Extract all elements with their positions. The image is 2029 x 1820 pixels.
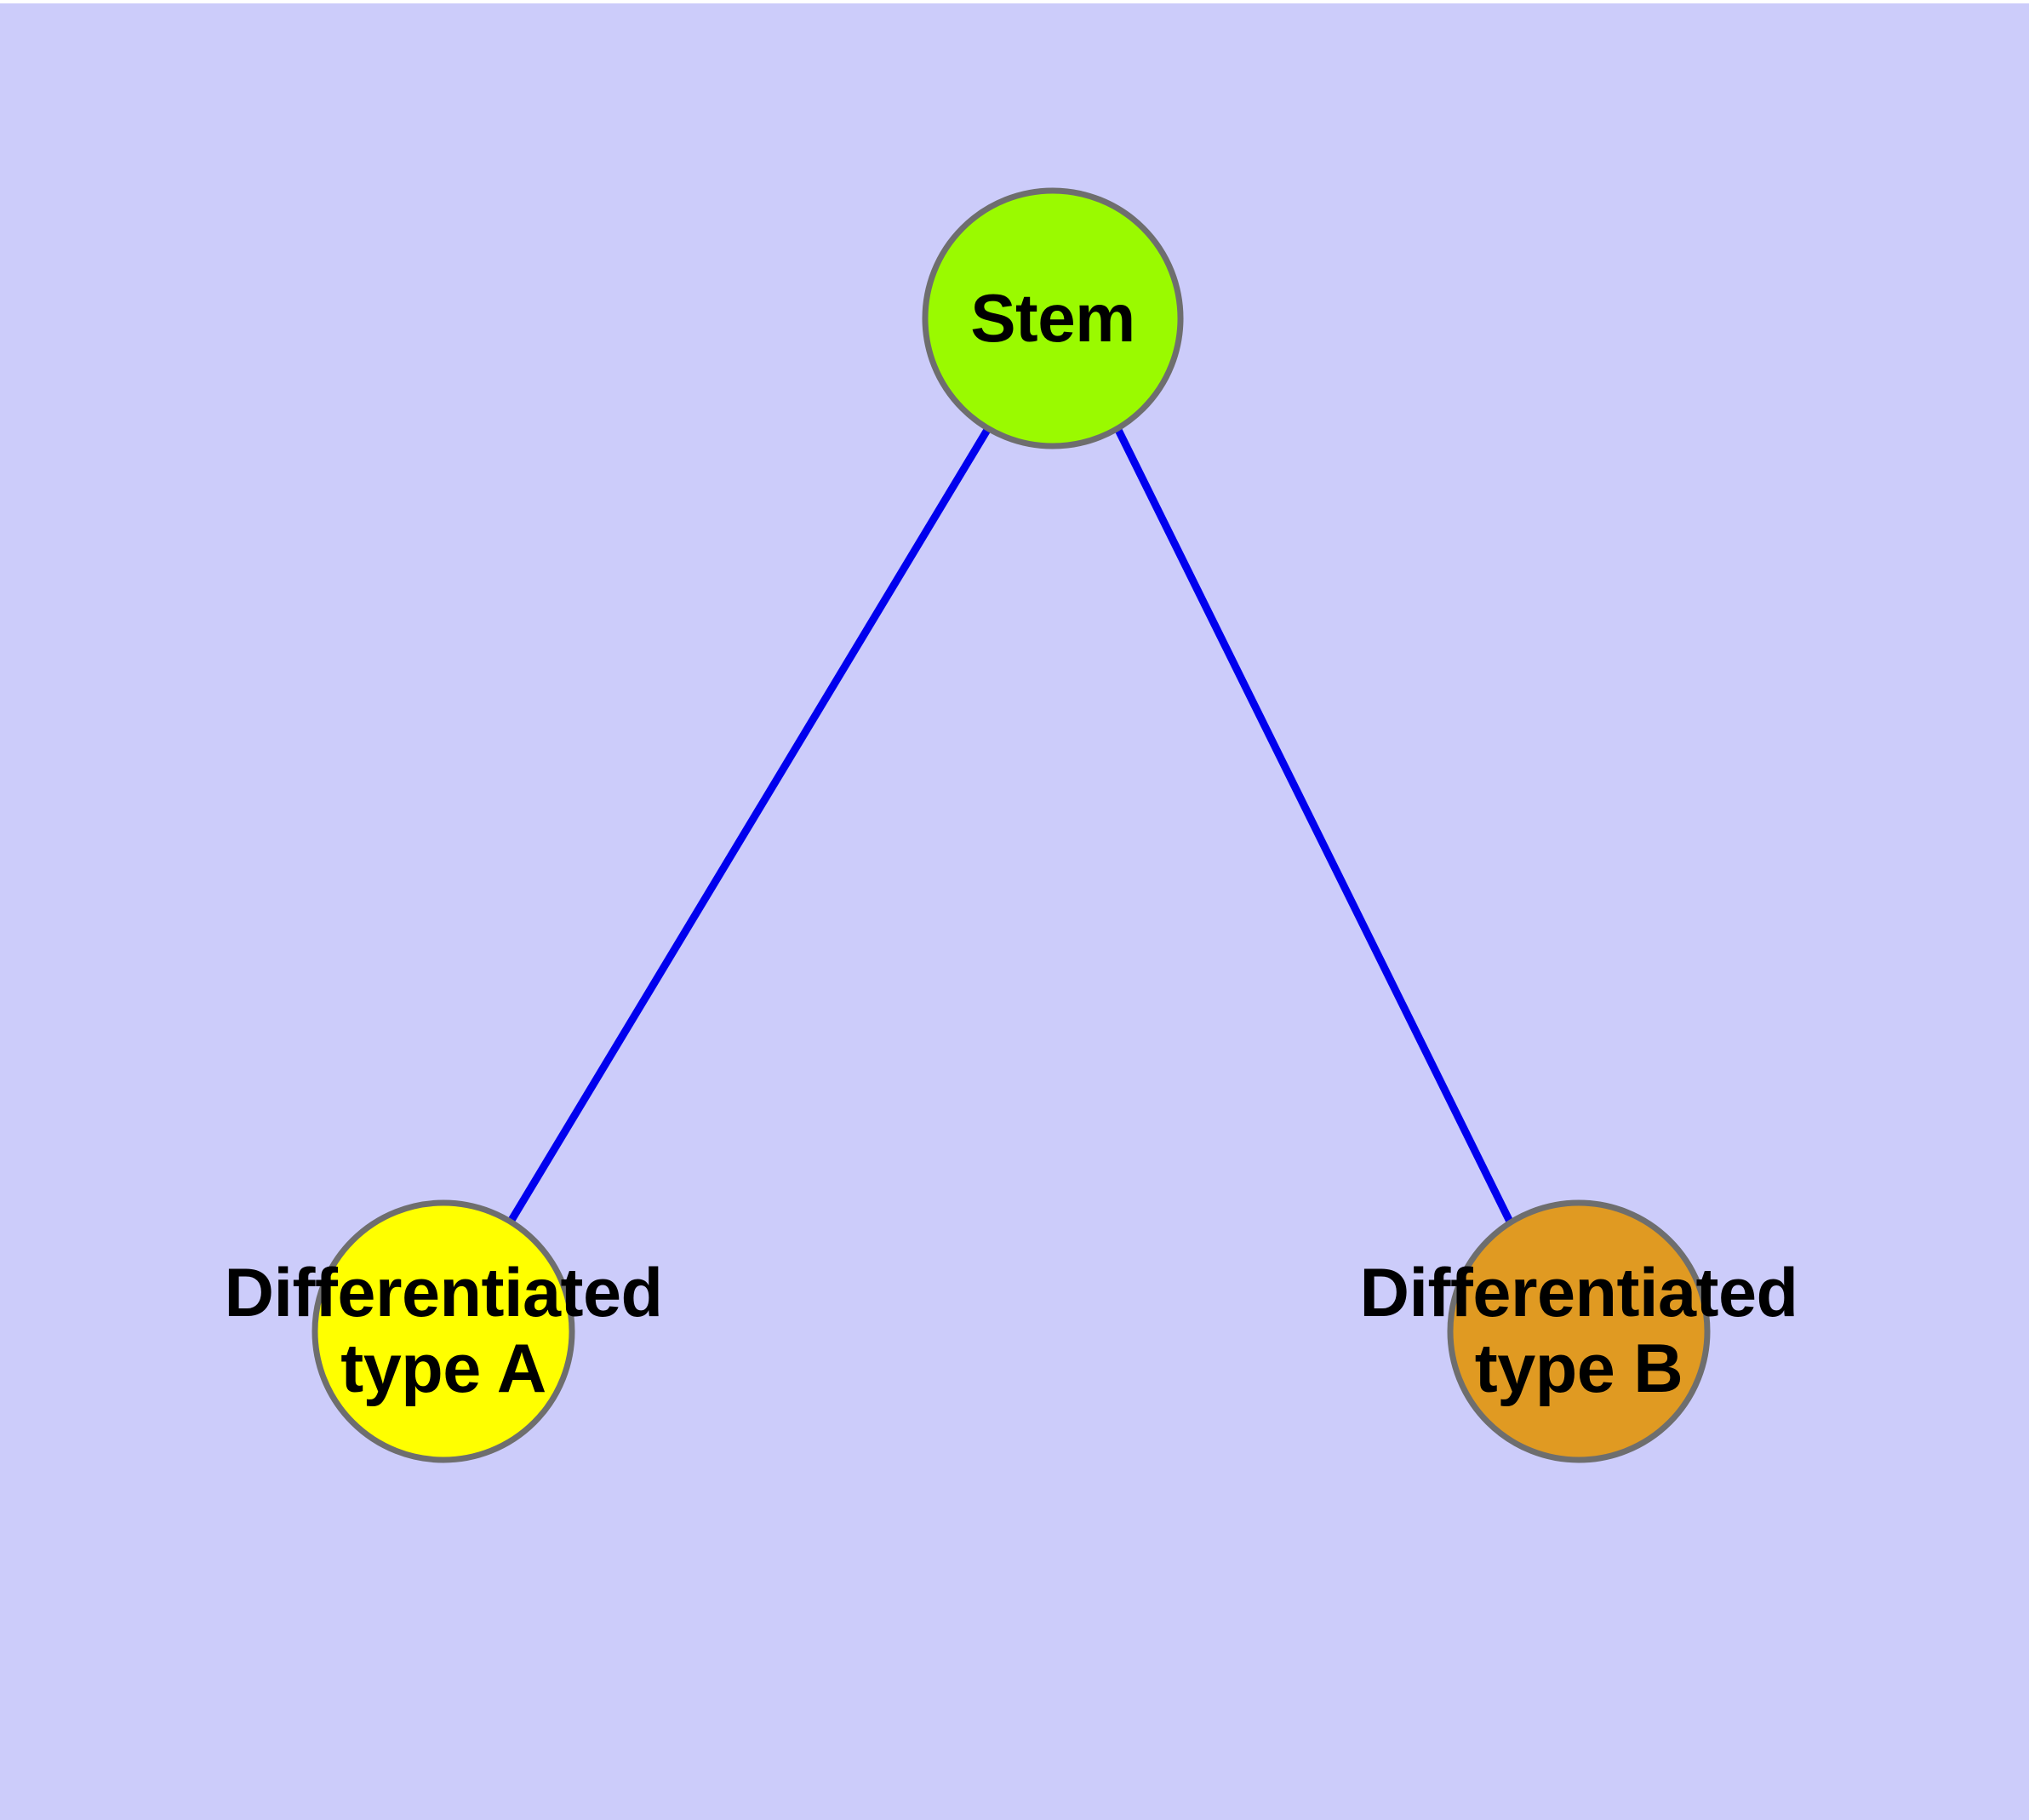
edge-stem-to-type-a[interactable]: [507, 427, 991, 1224]
node-stem[interactable]: [922, 187, 1184, 449]
node-type-b[interactable]: [1447, 1199, 1711, 1463]
edge-stem-to-type-b[interactable]: [1114, 428, 1514, 1223]
node-type-a[interactable]: [311, 1199, 575, 1463]
edge-layer: [507, 427, 1514, 1224]
node-layer: [311, 187, 1711, 1463]
